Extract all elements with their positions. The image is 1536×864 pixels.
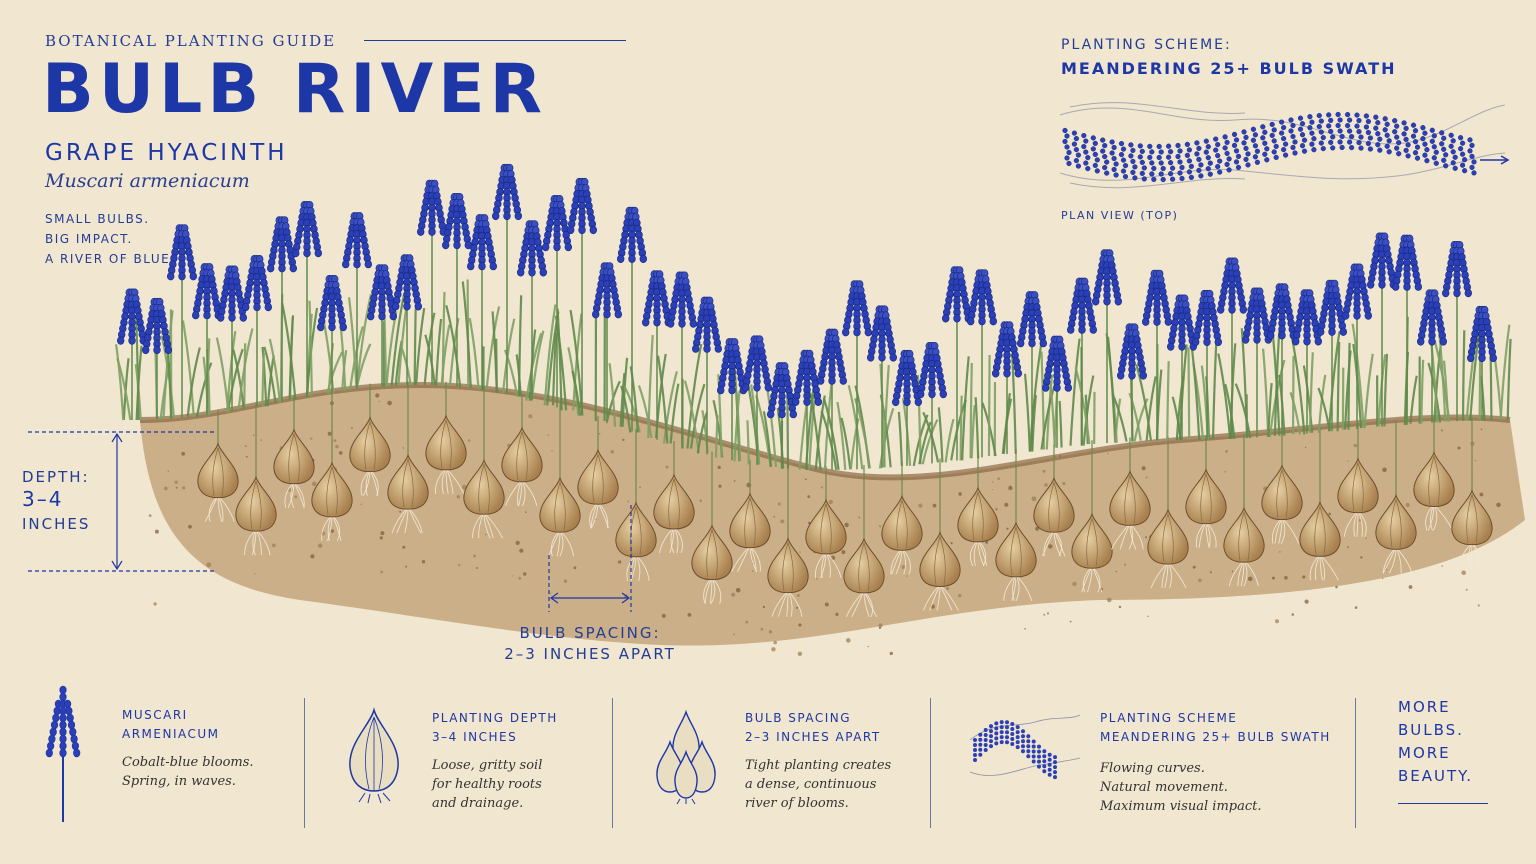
latin-name: Muscari armeniacum bbox=[45, 170, 250, 192]
card-body-line: Spring, in waves. bbox=[122, 774, 236, 789]
spacing-dimension bbox=[548, 505, 632, 612]
swath-dots bbox=[1062, 111, 1477, 183]
card-body-line: for healthy roots bbox=[432, 777, 542, 792]
card-title-line: PLANTING SCHEME bbox=[1100, 711, 1238, 725]
subtitle: GRAPE HYACINTH bbox=[45, 140, 288, 166]
depth-value: 3–4 bbox=[22, 487, 64, 511]
card-title-line: ARMENIACUM bbox=[122, 727, 220, 741]
card-body-line: Flowing curves. bbox=[1100, 761, 1205, 776]
bulb-cluster-icon bbox=[656, 709, 716, 804]
card-body-line: Loose, gritty soil bbox=[432, 758, 543, 773]
card-body-line: Tight planting creates bbox=[745, 758, 892, 773]
slogan: MORE BULBS. MORE BEAUTY. bbox=[1398, 696, 1473, 788]
slogan-rule bbox=[1398, 803, 1488, 804]
planting-cross-section bbox=[28, 163, 1525, 656]
card-body-line: river of blooms. bbox=[745, 796, 849, 811]
depth-dimension bbox=[28, 431, 215, 572]
card-title-line: 2–3 INCHES APART bbox=[745, 730, 881, 744]
card-title-line: MEANDERING 25+ BULB SWATH bbox=[1100, 730, 1331, 744]
card-body-line: Cobalt-blue blooms. bbox=[122, 755, 254, 770]
slogan-line: BEAUTY. bbox=[1398, 767, 1474, 785]
slogan-line: BULBS. bbox=[1398, 721, 1464, 739]
card-title-line: BULB SPACING bbox=[745, 711, 852, 725]
tagline-line: BIG IMPACT. bbox=[45, 232, 133, 246]
card-body-line: a dense, continuous bbox=[745, 777, 877, 792]
tagline: SMALL BULBS. BIG IMPACT. A RIVER OF BLUE… bbox=[45, 209, 176, 269]
blooms bbox=[116, 163, 1498, 419]
depth-unit: INCHES bbox=[22, 515, 91, 533]
plan-view-label: PLAN VIEW (TOP) bbox=[1061, 209, 1179, 222]
card-body-line: Maximum visual impact. bbox=[1100, 799, 1262, 814]
scheme-kicker: PLANTING SCHEME: bbox=[1061, 37, 1232, 53]
card-title-line: PLANTING DEPTH bbox=[432, 711, 558, 725]
spacing-value: 2–3 INCHES APART bbox=[504, 645, 676, 663]
card-title: MUSCARI ARMENIACUM bbox=[122, 706, 220, 744]
card-divider bbox=[1355, 698, 1356, 828]
card-title: PLANTING DEPTH 3–4 INCHES bbox=[432, 709, 558, 747]
slogan-line: MORE bbox=[1398, 744, 1451, 762]
plan-view-diagram bbox=[1059, 102, 1510, 189]
scheme-title: MEANDERING 25+ BULB SWATH bbox=[1061, 59, 1397, 78]
card-body-line: and drainage. bbox=[432, 796, 524, 811]
slogan-line: MORE bbox=[1398, 698, 1451, 716]
page-title: BULB RIVER bbox=[42, 50, 547, 129]
tagline-line: A RIVER OF BLUE. bbox=[45, 252, 176, 266]
grape-hyacinth-icon bbox=[45, 685, 81, 822]
tagline-line: SMALL BULBS. bbox=[45, 212, 150, 226]
card-body: Tight planting creates a dense, continuo… bbox=[745, 756, 891, 813]
depth-label: DEPTH: bbox=[22, 468, 90, 486]
card-title-line: MUSCARI bbox=[122, 708, 188, 722]
kicker-rule bbox=[364, 40, 626, 41]
card-body-line: Natural movement. bbox=[1100, 780, 1228, 795]
card-divider bbox=[930, 698, 931, 828]
bulb-icon bbox=[349, 707, 399, 804]
card-title: PLANTING SCHEME MEANDERING 25+ BULB SWAT… bbox=[1100, 709, 1331, 747]
card-title-line: 3–4 INCHES bbox=[432, 730, 518, 744]
swath-icon bbox=[969, 714, 1081, 780]
card-body: Flowing curves. Natural movement. Maximu… bbox=[1100, 759, 1262, 816]
card-divider bbox=[304, 698, 305, 828]
card-body: Loose, gritty soil for healthy roots and… bbox=[432, 756, 542, 813]
card-body: Cobalt-blue blooms. Spring, in waves. bbox=[122, 753, 254, 791]
spacing-label: BULB SPACING: bbox=[519, 624, 661, 642]
bulbs bbox=[197, 414, 1493, 618]
kicker: BOTANICAL PLANTING GUIDE bbox=[45, 32, 337, 50]
card-title: BULB SPACING 2–3 INCHES APART bbox=[745, 709, 881, 747]
card-divider bbox=[612, 698, 613, 828]
